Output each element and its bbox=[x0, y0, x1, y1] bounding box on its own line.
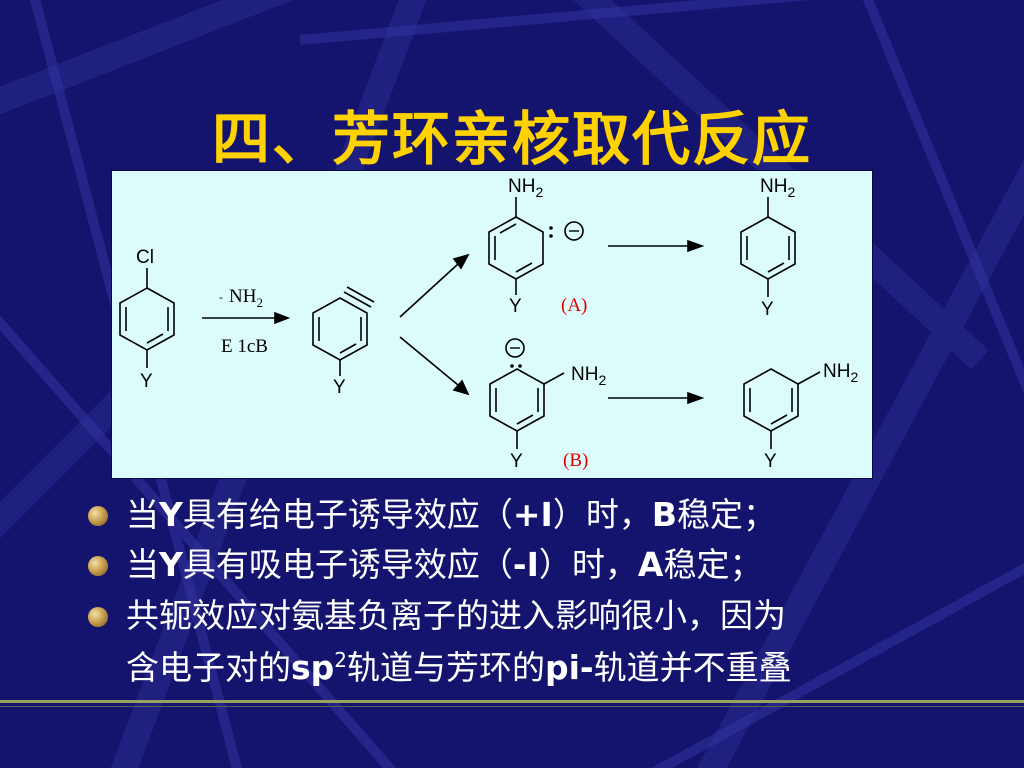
label-a: (A) bbox=[561, 295, 587, 316]
y-label-product-a: Y bbox=[761, 299, 774, 320]
reaction-scheme-panel: Cl Y - NH2 E 1cB Y NH2 Y (A) NH2 Y NH2 Y… bbox=[111, 170, 873, 479]
bullet-icon bbox=[88, 556, 108, 576]
nh2-label-intermediate-a: NH2 bbox=[508, 176, 543, 200]
nh2-label-product-b: NH2 bbox=[823, 361, 858, 385]
condition-label: E 1cB bbox=[221, 336, 268, 357]
bullet-icon bbox=[88, 607, 108, 627]
ring-product-a bbox=[740, 197, 796, 297]
footer-rule-thin bbox=[0, 706, 1024, 707]
carbanion-charge-a bbox=[564, 221, 584, 241]
nh2-label-intermediate-b: NH2 bbox=[571, 364, 606, 388]
y-label-product-b: Y bbox=[764, 451, 777, 472]
ring-product-b bbox=[743, 368, 821, 449]
y-label-intermediate-a: Y bbox=[509, 296, 522, 317]
ring-intermediate-b bbox=[489, 368, 565, 449]
ring-reactant bbox=[119, 268, 175, 368]
reaction-scheme: Cl Y - NH2 E 1cB Y NH2 Y (A) NH2 Y NH2 Y… bbox=[119, 176, 858, 472]
nh2-label-product-a: NH2 bbox=[760, 176, 795, 200]
reagent-label: NH2 bbox=[229, 286, 263, 310]
bullet-item-2: 当Y具有吸电子诱导效应（-I）时，A稳定； bbox=[88, 540, 988, 590]
ring-intermediate-a bbox=[488, 197, 544, 295]
y-label-reactant: Y bbox=[140, 371, 153, 392]
y-label-intermediate-b: Y bbox=[510, 451, 523, 472]
footer-rule bbox=[0, 700, 1024, 703]
bullet-icon bbox=[88, 506, 108, 526]
slide-title: 四、芳环亲核取代反应 bbox=[211, 105, 812, 173]
reagent-charge: - bbox=[219, 290, 223, 304]
bullet-item-1: 当Y具有给电子诱导效应（+I）时，B稳定； bbox=[88, 490, 988, 540]
carbanion-charge-b bbox=[505, 338, 525, 358]
bullet-item-3: 共轭效应对氨基负离子的进入影响很小，因为含电子对的sp2轨道与芳环的pi-轨道并… bbox=[88, 594, 988, 690]
chlorine-label: Cl bbox=[136, 247, 154, 268]
bullet-list: 当Y具有给电子诱导效应（+I）时，B稳定； 当Y具有吸电子诱导效应（-I）时，A… bbox=[88, 490, 988, 690]
label-b: (B) bbox=[563, 450, 588, 471]
ring-benzyne bbox=[312, 286, 375, 376]
y-label-benzyne: Y bbox=[333, 377, 346, 398]
